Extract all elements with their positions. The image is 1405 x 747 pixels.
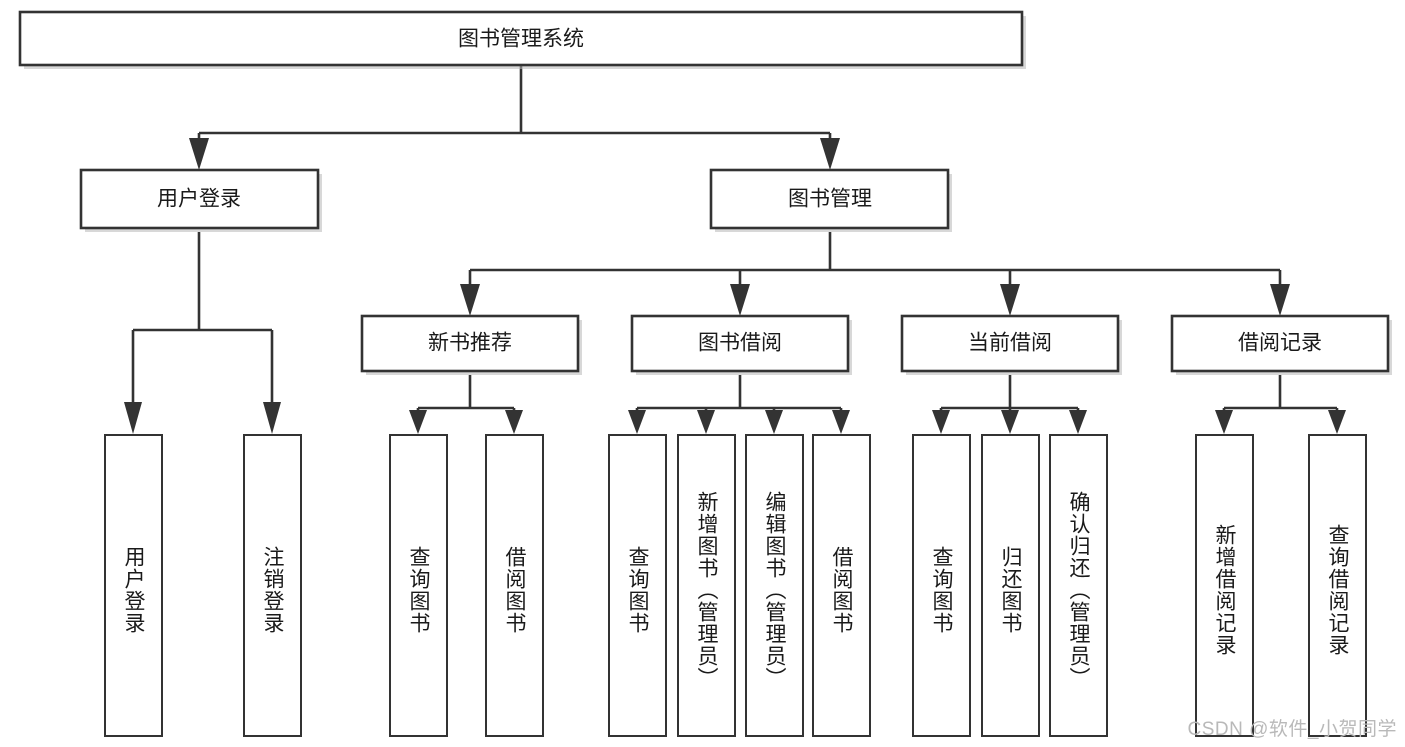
leaf-br-add-record-label: 新增借阅记录 <box>1213 523 1236 656</box>
node-root[interactable]: 图书管理系统 <box>18 10 1026 69</box>
node-borrow-record[interactable]: 借阅记录 <box>1170 314 1392 375</box>
leaf-cb-return-book[interactable]: 归还图书 <box>981 434 1040 737</box>
book-borrow-box[interactable] <box>630 314 850 373</box>
root-box[interactable] <box>18 10 1024 67</box>
leaf-bb-add-book[interactable]: 新增图书（管理员） <box>677 434 736 737</box>
node-book-manage[interactable]: 图书管理 <box>709 168 952 232</box>
connectors-borrowrecord-to-leaves <box>1215 375 1346 434</box>
arrowhead-new-book-recommend <box>460 284 480 316</box>
arrowhead-br-add-record <box>1215 410 1233 434</box>
book-manage-label: 图书管理 <box>788 188 872 211</box>
leaf-cb-query-book-label: 查询图书 <box>930 545 953 634</box>
leaf-br-add-record[interactable]: 新增借阅记录 <box>1195 434 1254 737</box>
arrowhead-bb-borrow-book <box>832 410 850 434</box>
arrowhead-leaf-logout <box>263 402 281 434</box>
arrowhead-bb-query-book <box>628 410 646 434</box>
arrowhead-cb-confirm-return <box>1069 410 1087 434</box>
current-borrow-label: 当前借阅 <box>968 332 1052 355</box>
arrowhead-cb-return-book <box>1001 410 1019 434</box>
arrowhead-book-manage <box>820 138 840 170</box>
connectors-root-to-level2 <box>189 66 840 170</box>
leaf-logout-label: 注销登录 <box>261 545 284 634</box>
current-borrow-box[interactable] <box>900 314 1120 373</box>
arrowhead-bb-add-book <box>697 410 715 434</box>
leaf-nb-borrow-book[interactable]: 借阅图书 <box>485 434 544 737</box>
leaf-bb-add-book-label: 新增图书（管理员） <box>695 490 718 689</box>
arrowhead-nb-borrow-book <box>505 410 523 434</box>
connectors-bookborrow-to-leaves <box>628 375 850 434</box>
arrowhead-user-login <box>189 138 209 170</box>
leaf-cb-query-book[interactable]: 查询图书 <box>912 434 971 737</box>
leaf-nb-borrow-book-label: 借阅图书 <box>503 545 526 634</box>
arrowhead-current-borrow <box>1000 284 1020 316</box>
new-book-recommend-box[interactable] <box>360 314 580 373</box>
leaf-logout[interactable]: 注销登录 <box>243 434 302 737</box>
user-login-label: 用户登录 <box>157 188 241 211</box>
book-borrow-label: 图书借阅 <box>698 332 782 355</box>
node-new-book-recommend[interactable]: 新书推荐 <box>360 314 582 375</box>
connectors-newbook-to-leaves <box>409 375 523 434</box>
leaf-nb-query-book-label: 查询图书 <box>407 545 430 634</box>
leaf-cb-confirm-return-label: 确认归还（管理员） <box>1067 490 1090 689</box>
user-login-box[interactable] <box>79 168 320 230</box>
arrowhead-cb-query-book <box>932 410 950 434</box>
arrowhead-br-query-record <box>1328 410 1346 434</box>
leaf-br-query-record-label: 查询借阅记录 <box>1326 523 1349 656</box>
leaf-bb-edit-book[interactable]: 编辑图书（管理员） <box>745 434 804 737</box>
connectors-bookmanage-to-level3 <box>460 232 1290 316</box>
leaf-bb-borrow-book-label: 借阅图书 <box>830 545 853 634</box>
arrowhead-bb-edit-book <box>765 410 783 434</box>
new-book-recommend-label: 新书推荐 <box>428 332 512 355</box>
arrowhead-leaf-user-login <box>124 402 142 434</box>
csdn-watermark: CSDN @软件_小贺同学 <box>1187 719 1397 740</box>
borrow-record-box[interactable] <box>1170 314 1390 373</box>
node-book-borrow[interactable]: 图书借阅 <box>630 314 852 375</box>
arrowhead-borrow-record <box>1270 284 1290 316</box>
connectors-currentborrow-to-leaves <box>932 375 1087 434</box>
leaf-user-login-label: 用户登录 <box>122 545 145 634</box>
arrowhead-nb-query-book <box>409 410 427 434</box>
leaf-bb-borrow-book[interactable]: 借阅图书 <box>812 434 871 737</box>
leaf-bb-query-book[interactable]: 查询图书 <box>608 434 667 737</box>
leaf-user-login[interactable]: 用户登录 <box>104 434 163 737</box>
arrowhead-book-borrow <box>730 284 750 316</box>
root-label: 图书管理系统 <box>458 28 584 51</box>
leaf-cb-return-book-label: 归还图书 <box>999 545 1022 634</box>
leaf-br-query-record[interactable]: 查询借阅记录 <box>1308 434 1367 737</box>
node-user-login[interactable]: 用户登录 <box>79 168 322 232</box>
leaf-bb-query-book-label: 查询图书 <box>626 545 649 634</box>
book-manage-box[interactable] <box>709 168 950 230</box>
node-current-borrow[interactable]: 当前借阅 <box>900 314 1122 375</box>
leaf-cb-confirm-return[interactable]: 确认归还（管理员） <box>1049 434 1108 737</box>
connectors-userlogin-to-leaves <box>124 232 281 434</box>
borrow-record-label: 借阅记录 <box>1238 332 1322 355</box>
leaf-bb-edit-book-label: 编辑图书（管理员） <box>763 490 786 689</box>
leaf-nb-query-book[interactable]: 查询图书 <box>389 434 448 737</box>
